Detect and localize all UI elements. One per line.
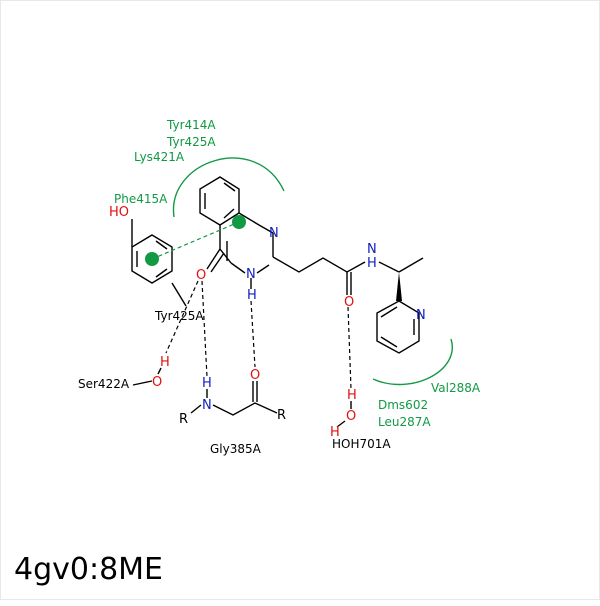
residue-label-lys421: Lys421A	[134, 150, 185, 164]
hydrophobic-arc-top	[172, 157, 285, 218]
ser-bond-oc	[132, 380, 153, 386]
atom-label-o-ser: O	[152, 375, 162, 390]
atom-label-o-carbonyl: O	[196, 268, 206, 283]
atom-label-h-ser: H	[160, 355, 170, 370]
atom-label-n-ring-bottom: N	[246, 267, 256, 282]
residue-label-leu287: Leu287A	[378, 415, 431, 429]
atom-label-n-amide: N	[367, 242, 377, 257]
atom-label-h-ring: H	[247, 288, 257, 303]
atom-label-r-left: R	[179, 412, 188, 427]
side-chain	[272, 256, 366, 273]
pi-stack-line	[151, 221, 240, 260]
amide-n-bond	[378, 261, 400, 273]
residue-label-tyr425-top: Tyr425A	[166, 135, 216, 149]
atom-label-o-gly: O	[250, 368, 260, 383]
pyridine-ring	[376, 300, 420, 354]
amide-carbonyl	[346, 272, 352, 295]
pi-centroid-ligand	[232, 215, 246, 229]
gly-carbonyl	[252, 381, 258, 402]
gly-bond-rn	[190, 404, 202, 414]
residue-label-hoh701: HOH701A	[332, 437, 391, 451]
atom-label-h-gly: H	[202, 376, 212, 391]
residue-label-dms602: Dms602	[378, 398, 428, 412]
hbond-o-ser	[165, 280, 199, 354]
structure-title: 4gv0:8ME	[14, 552, 164, 587]
hbond-o-water	[347, 306, 352, 390]
atom-label-ho: HO	[109, 205, 129, 220]
hydrophobic-arc-right	[372, 338, 453, 386]
carbonyl-bond	[206, 248, 225, 273]
residue-label-ser422: Ser422A	[78, 377, 130, 391]
atom-label-n-ring-top: N	[269, 226, 279, 241]
atom-label-n-gly: N	[202, 398, 212, 413]
residue-label-val288: Val288A	[431, 381, 481, 395]
tyrosine-phenol-ring	[131, 219, 187, 307]
residue-label-tyr425: Tyr425A	[154, 309, 204, 323]
pyrimidine-ring	[219, 212, 274, 274]
atom-label-h-amide: H	[367, 256, 377, 271]
hbond-nh-gly-o	[250, 300, 256, 368]
atom-label-h-water: H	[347, 388, 357, 403]
methyl-bond	[398, 257, 424, 273]
ser-bond-ho	[157, 367, 162, 375]
wedge-bond	[396, 272, 402, 301]
atom-label-o-amide: O	[344, 295, 354, 310]
atom-label-h-water2: H	[330, 425, 340, 440]
pi-centroid-tyrosine	[145, 252, 159, 266]
atom-label-r-right: R	[277, 408, 286, 423]
atom-label-o-water: O	[346, 409, 356, 424]
gly-backbone	[212, 402, 278, 416]
residue-label-phe415: Phe415A	[114, 192, 168, 206]
benzene-ring	[199, 176, 240, 226]
residue-label-tyr414: Tyr414A	[166, 118, 216, 132]
atom-label-n-pyridine: N	[416, 308, 426, 323]
hbond-o-gly-nh	[201, 280, 208, 378]
water-bond-left	[336, 420, 346, 428]
residue-label-gly385: Gly385A	[210, 442, 262, 456]
